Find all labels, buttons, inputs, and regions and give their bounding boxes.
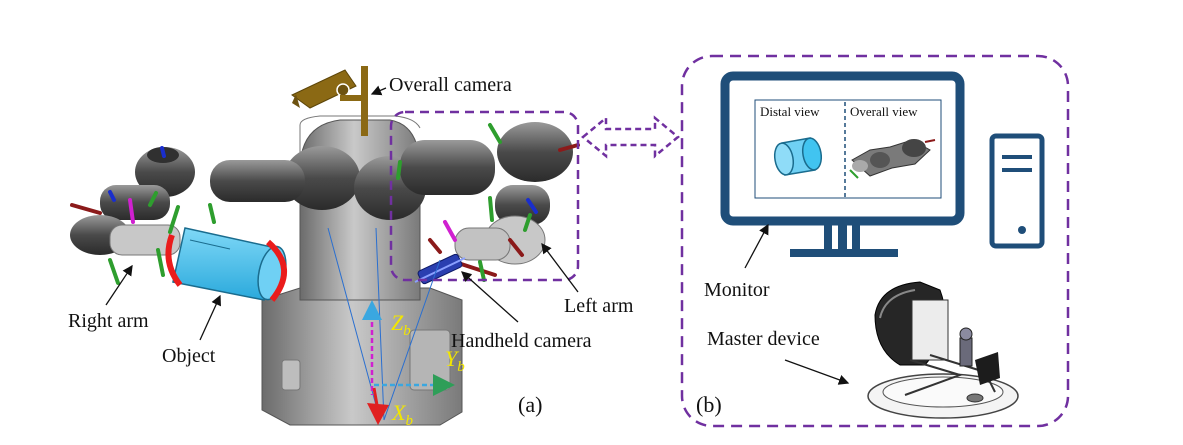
z-axis-arrow <box>362 300 382 320</box>
right-arm-label: Right arm <box>68 310 149 332</box>
robot: Zb Yb Xb <box>70 66 580 429</box>
x-axis-label: Xb <box>391 400 413 429</box>
distal-view-object <box>773 137 823 176</box>
joint-markers <box>70 123 580 285</box>
panel-b-label: (b) <box>696 392 722 417</box>
computer-tower <box>989 133 1045 249</box>
object-label: Object <box>162 345 216 367</box>
monitor-label: Monitor <box>704 279 770 301</box>
operator-station-box <box>680 54 1070 428</box>
distal-view-label: Distal view <box>760 104 820 119</box>
y-axis-arrow <box>433 374 455 396</box>
x-axis-arrow <box>367 403 389 425</box>
y-axis-label: Yb <box>445 346 465 375</box>
handheld-camera-device <box>414 253 466 285</box>
master-device-label: Master device <box>707 328 820 350</box>
panel-b-annotations: Monitor Master device (b) <box>696 223 850 417</box>
overall-view-robot <box>849 139 936 179</box>
panel-a-label: (a) <box>518 392 542 417</box>
base-frame-axes <box>362 300 455 425</box>
link-double-arrow <box>581 115 680 159</box>
z-axis-label: Zb <box>391 310 411 339</box>
overall-camera-label: Overall camera <box>389 74 512 96</box>
master-device-drawing <box>867 281 1019 419</box>
handheld-camera-label: Handheld camera <box>451 330 592 352</box>
overall-camera-device <box>291 66 368 136</box>
left-arm-highlight-box <box>389 110 580 282</box>
object-cylinder <box>165 227 288 302</box>
right-arm-links <box>70 146 360 256</box>
panel-a-annotations: Overall camera Left arm Right arm Object… <box>68 74 634 417</box>
left-arm-label: Left arm <box>564 295 634 317</box>
overall-view-label: Overall view <box>850 104 918 119</box>
